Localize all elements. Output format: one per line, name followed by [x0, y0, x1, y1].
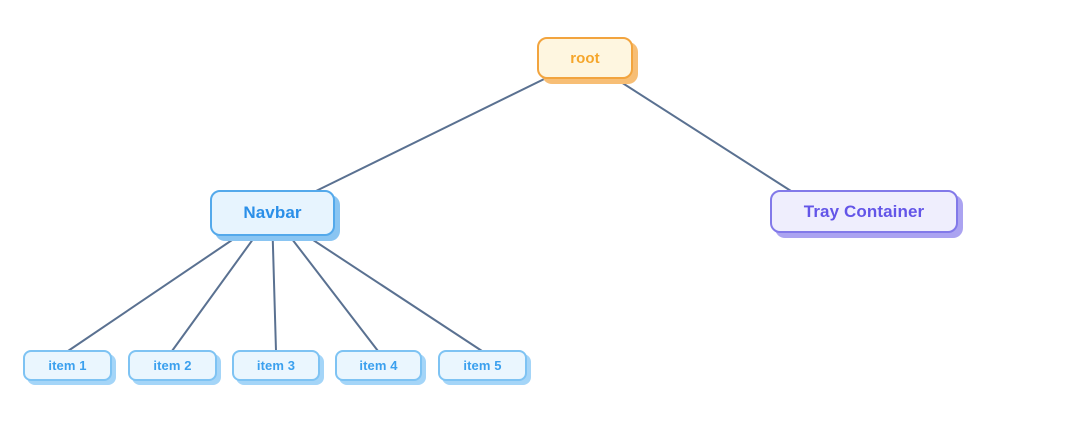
edge-navbar-to-item1	[67, 212, 273, 352]
edge-root-to-tray	[584, 58, 792, 192]
node-item-2-label: item 2	[153, 358, 192, 373]
edge-root-to-navbar	[315, 58, 586, 192]
node-item-3-label: item 3	[256, 358, 296, 373]
node-item-1-label: item 1	[48, 358, 87, 373]
node-root[interactable]: root	[537, 37, 633, 79]
node-item-4[interactable]: item 4	[335, 350, 422, 381]
edge-navbar-to-item3	[271, 212, 277, 352]
node-item-5-label: item 5	[463, 358, 502, 373]
edge-navbar-to-item5	[271, 212, 483, 352]
node-item-3[interactable]: item 3	[232, 350, 320, 381]
node-tray-container[interactable]: Tray Container	[770, 190, 958, 233]
node-item-1[interactable]: item 1	[23, 350, 112, 381]
node-navbar-label: Navbar	[243, 203, 302, 222]
node-item-4-label: item 4	[359, 358, 398, 373]
node-item-2[interactable]: item 2	[128, 350, 217, 381]
edge-navbar-to-item4	[271, 212, 379, 352]
node-root-label: root	[570, 49, 600, 67]
edge-navbar-to-item2	[171, 212, 273, 352]
node-navbar[interactable]: Navbar	[210, 190, 335, 236]
node-tray-container-label: Tray Container	[803, 201, 925, 221]
node-item-5[interactable]: item 5	[438, 350, 527, 381]
